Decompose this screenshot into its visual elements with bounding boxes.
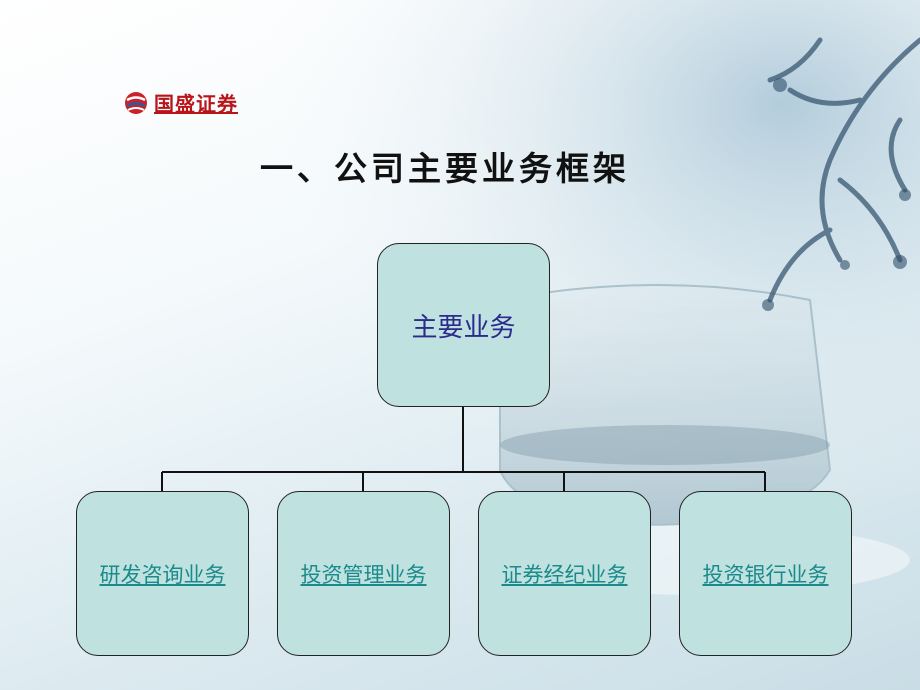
child-node-link[interactable]: 证券经纪业务 [501, 562, 628, 587]
root-node: 主要业务 [377, 243, 550, 407]
root-node-label: 主要业务 [411, 312, 516, 343]
child-node-research[interactable]: 研发咨询业务 [76, 491, 249, 656]
child-node-brokerage[interactable]: 证券经纪业务 [478, 491, 651, 656]
logo-text: 国盛证券 [154, 92, 238, 116]
child-node-link[interactable]: 研发咨询业务 [99, 562, 226, 587]
child-node-investment-management[interactable]: 投资管理业务 [277, 491, 450, 656]
logo-mark-icon [125, 91, 147, 114]
child-node-link[interactable]: 投资银行业务 [702, 562, 829, 587]
child-node-link[interactable]: 投资管理业务 [300, 562, 427, 587]
child-node-investment-banking[interactable]: 投资银行业务 [679, 491, 852, 656]
page-title: 一、公司主要业务框架 [260, 149, 630, 188]
company-logo: 国盛证券 [124, 88, 238, 117]
